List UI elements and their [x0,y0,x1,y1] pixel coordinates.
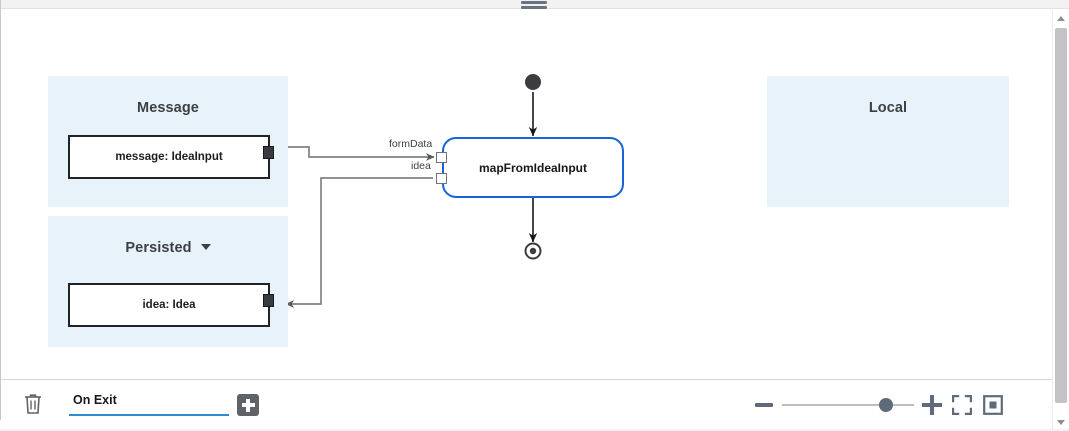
zoom-in-button[interactable] [922,395,942,415]
bottom-toolbar [1,379,1052,430]
vertical-scrollbar[interactable] [1052,10,1068,430]
final-node-dot [529,247,537,255]
drag-handle-bar [521,5,547,9]
reset-view-button[interactable] [983,395,1003,415]
frame-left-border [0,0,1,420]
lane-title-local: Local [868,100,908,116]
fullscreen-icon [951,394,973,416]
window-top-strip [0,0,1069,9]
drag-handle-bar [521,0,547,4]
object-message-ideainput[interactable]: message: IdeaInput [68,135,274,179]
panel-drag-handle[interactable] [521,0,547,9]
edge-idea-to-object [285,177,433,308]
chevron-down-icon [1057,419,1065,425]
fit-to-screen-button[interactable] [951,394,973,416]
chevron-down-icon[interactable] [200,244,211,251]
object-label: message: IdeaInput [115,151,223,163]
chevron-up-icon [1057,15,1065,21]
delete-button[interactable] [22,392,44,416]
final-node-ring[interactable] [524,242,542,260]
on-exit-input[interactable] [69,390,233,407]
scroll-down-button[interactable] [1054,415,1068,429]
lane-local[interactable]: Local [767,76,1009,207]
lane-title-message: Message [137,100,199,116]
zoom-slider-thumb[interactable] [879,398,893,412]
zoom-out-button[interactable] [755,403,773,407]
lane-persisted[interactable]: Persisted [48,216,288,347]
activity-node-mapfromideainput[interactable]: mapFromIdeaInput [442,137,624,198]
add-button[interactable] [237,394,259,416]
diagram-canvas[interactable]: Message message: IdeaInput Persisted ide… [1,10,1052,378]
object-label: idea: Idea [142,299,196,311]
on-exit-field-wrapper[interactable] [69,390,233,416]
object-idea-idea[interactable]: idea: Idea [68,283,274,327]
activity-node-label: mapFromIdeaInput [478,160,587,175]
object-port-in[interactable] [263,294,274,307]
scrollbar-thumb[interactable] [1055,28,1067,403]
window-bottom-strip [0,429,1069,431]
input-port-idea[interactable] [436,173,447,184]
object-port-out[interactable] [263,146,274,159]
center-view-icon [983,395,1003,415]
port-label-idea: idea [411,160,431,172]
lane-title-persisted: Persisted [48,240,288,256]
lane-title-text: Persisted [125,240,192,256]
trash-icon [25,394,41,414]
input-port-formdata[interactable] [436,152,447,163]
scroll-up-button[interactable] [1054,11,1068,25]
zoom-slider-track[interactable] [782,404,914,406]
port-label-formdata: formData [389,138,433,150]
initial-node[interactable] [525,74,541,90]
